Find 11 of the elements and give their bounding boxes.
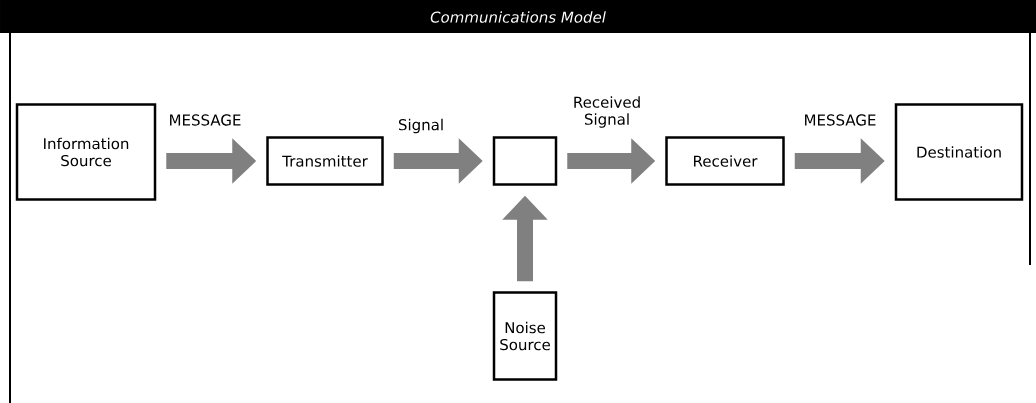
title-bar: Communications Model (0, 0, 1036, 33)
edge-label: MESSAGE (805, 114, 876, 126)
edge-label: Signal (398, 118, 443, 134)
empty-box (492, 136, 558, 186)
process-box: Information Source (15, 103, 157, 201)
process-box: Noise Source (492, 291, 558, 381)
edge-label: MESSAGE (170, 114, 241, 126)
process-box: Transmitter (266, 136, 384, 186)
process-box: Destination (894, 103, 1024, 201)
process-box: Receiver (665, 136, 785, 186)
edge-label: Received Signal (574, 96, 640, 128)
